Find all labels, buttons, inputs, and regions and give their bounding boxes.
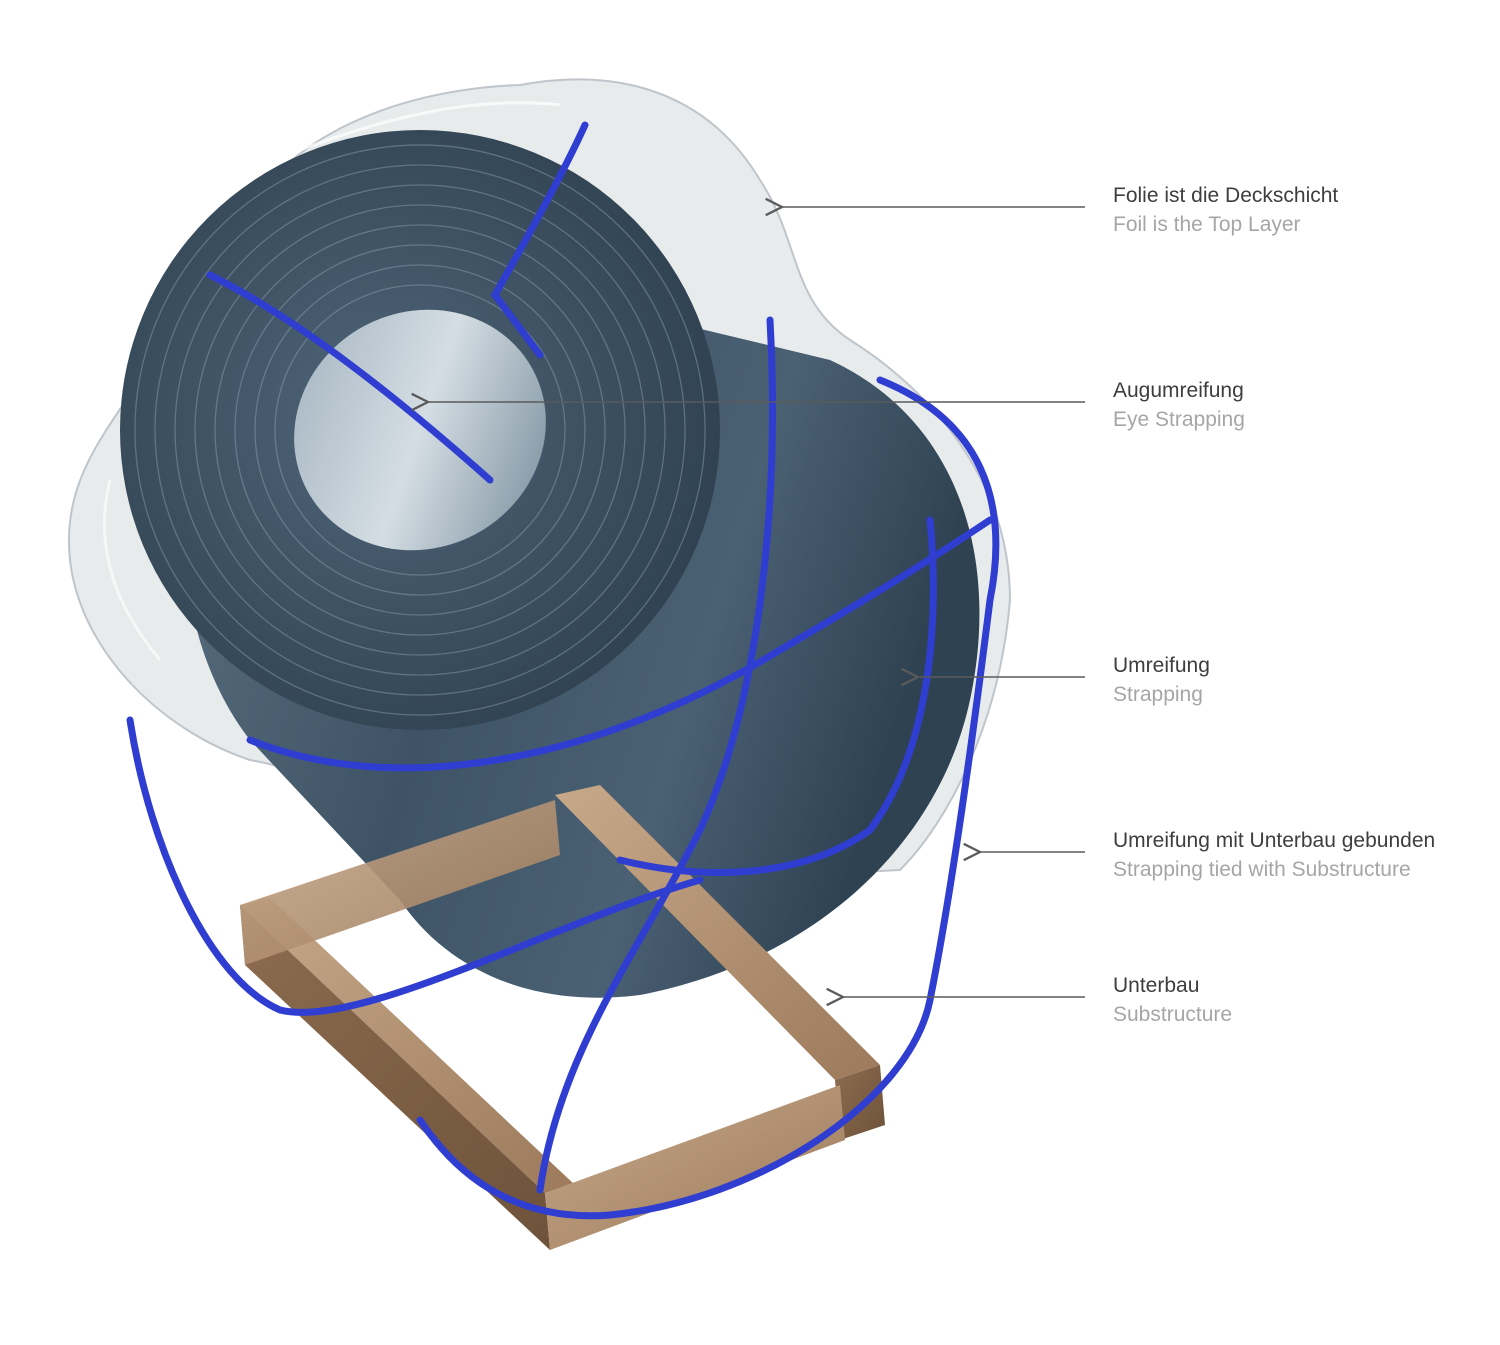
circumferential-strap [246, 516, 994, 772]
coil-windings [134, 144, 706, 716]
eye-strap-inner [490, 121, 589, 359]
strapping-bands [126, 121, 1000, 1220]
callout-strap-tied: Umreifung mit Unterbau gebunden Strappin… [1113, 828, 1435, 884]
wooden-substructure [240, 785, 885, 1250]
callout-strap: Umreifung Strapping [1113, 653, 1210, 709]
callout-strap-tied-en: Strapping tied with Substructure [1113, 858, 1411, 882]
callout-eye-strap-de: Augumreifung [1113, 379, 1244, 402]
tied-strap-left [126, 716, 704, 1016]
steel-coil [119, 129, 980, 998]
tied-strap-middle [536, 316, 776, 1194]
callout-substructure-de: Unterbau [1113, 974, 1200, 997]
callout-strap-tied-de: Umreifung mit Unterbau gebunden [1113, 829, 1436, 852]
callout-substructure-en: Substructure [1113, 1003, 1233, 1027]
callout-foil-de: Folie ist die Deckschicht [1113, 184, 1339, 207]
callout-foil: Folie ist die Deckschicht Foil is the To… [1113, 183, 1338, 239]
callout-substructure: Unterbau Substructure [1113, 973, 1232, 1029]
leader-lines [428, 207, 1085, 997]
tied-strap-right [416, 376, 1000, 1220]
callout-foil-en: Foil is the Top Layer [1113, 213, 1301, 237]
callout-strap-en: Strapping [1113, 683, 1203, 707]
callout-eye-strap: Augumreifung Eye Strapping [1113, 378, 1245, 434]
eye-strap [206, 271, 494, 484]
callout-strap-de: Umreifung [1113, 654, 1210, 677]
callout-eye-strap-en: Eye Strapping [1113, 408, 1245, 432]
